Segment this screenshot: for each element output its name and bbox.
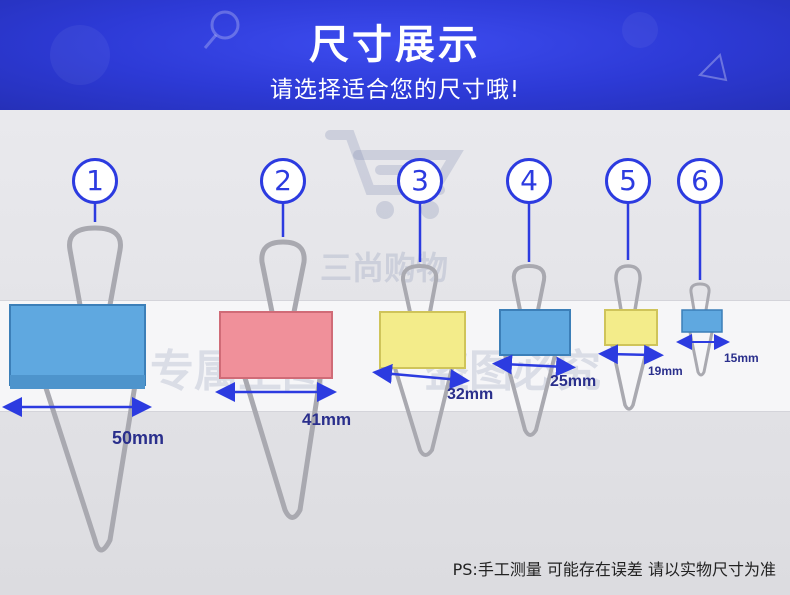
- banner-decoration: [50, 10, 728, 85]
- clip-5: [604, 264, 658, 411]
- clip-number-4: 4: [506, 158, 552, 204]
- clip-3: [379, 263, 466, 457]
- size-label-4: 25mm: [550, 373, 597, 390]
- size-label-3: 32mm: [447, 386, 494, 403]
- measure-arrow-4: [492, 354, 576, 377]
- clip-number-5: 5: [605, 158, 651, 204]
- clip-6: [681, 282, 723, 377]
- measure-arrow-5: [598, 344, 664, 365]
- page-subtitle: 请选择适合您的尺寸哦!: [269, 77, 521, 103]
- measurement-note: PS:手工测量 可能存在误差 请以实物尺寸为准: [452, 560, 776, 579]
- size-label-5: 19mm: [648, 364, 683, 378]
- clip-1: [9, 225, 146, 553]
- clip-number-6: 6: [677, 158, 723, 204]
- clip-number-1: 1: [72, 158, 118, 204]
- search-icon: [210, 10, 240, 40]
- clip-number-2: 2: [260, 158, 306, 204]
- clip-2: [219, 239, 333, 520]
- size-label-2: 41mm: [302, 410, 352, 429]
- size-label-1: 50mm: [112, 428, 165, 448]
- clip-number-3: 3: [397, 158, 443, 204]
- measure-arrow-3: [372, 363, 470, 390]
- size-label-6: 15mm: [724, 351, 759, 365]
- page-title: 尺寸展示: [309, 22, 481, 68]
- triangle-icon: [697, 53, 728, 82]
- header-banner: 尺寸展示 请选择适合您的尺寸哦!: [0, 0, 790, 110]
- clip-4: [499, 263, 571, 437]
